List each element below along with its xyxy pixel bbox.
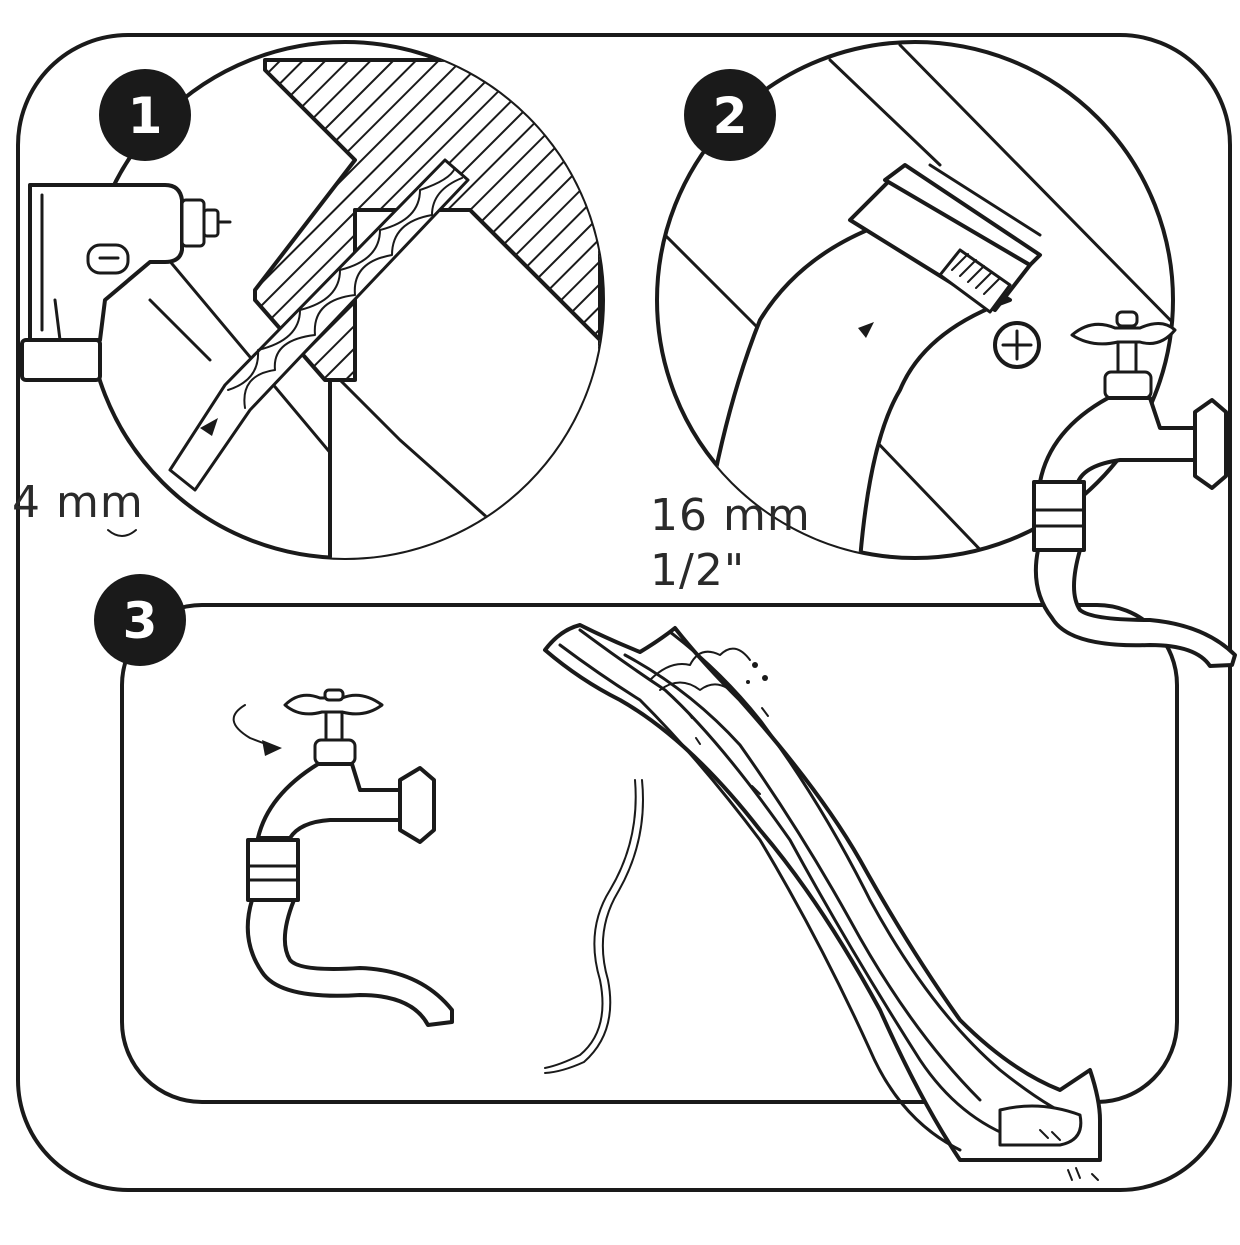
step-1-measurement: 4 mm bbox=[12, 477, 144, 528]
slide-icon bbox=[543, 623, 1102, 1162]
outer-frame bbox=[16, 33, 1232, 1192]
step-1-number: 1 bbox=[128, 87, 163, 145]
step-2-badge: 2 bbox=[684, 69, 776, 161]
garden-hose-line bbox=[544, 779, 637, 1069]
screw-icon bbox=[993, 321, 1041, 369]
hose-clamp-icon bbox=[858, 248, 1012, 338]
step-1-panel: 1 4 mm bbox=[12, 40, 605, 560]
step-1-badge: 1 bbox=[99, 69, 191, 161]
drill-icon bbox=[20, 183, 232, 382]
step-2-measurement: 16 mm bbox=[650, 490, 811, 541]
water-splash-icon bbox=[649, 647, 1099, 1181]
step-3-number: 3 bbox=[123, 592, 158, 650]
drill-bit-icon bbox=[168, 158, 470, 492]
step-3-badge: 3 bbox=[94, 574, 186, 666]
step-2-measurement-inch: 1/2" bbox=[650, 545, 745, 596]
step-2-panel: 2 16 mm 1/2" bbox=[650, 40, 1175, 596]
water-tap-icon bbox=[232, 688, 436, 844]
step-2-number: 2 bbox=[713, 87, 748, 145]
hose-icon-step-3 bbox=[245, 838, 454, 1027]
water-tap-icon-large bbox=[1032, 310, 1237, 668]
step-3-panel: 3 bbox=[94, 574, 1179, 1181]
